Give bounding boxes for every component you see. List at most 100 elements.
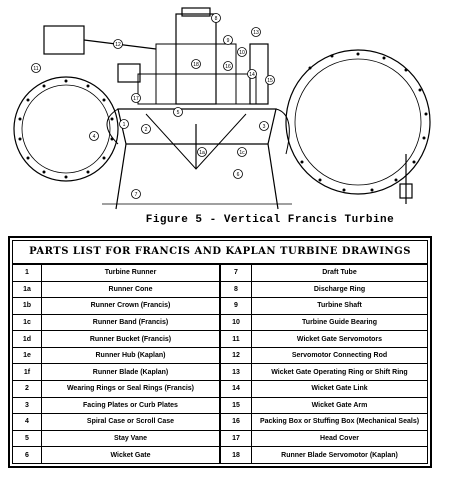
part-number: 3 bbox=[13, 397, 42, 414]
part-number: 4 bbox=[13, 414, 42, 430]
part-number: 15 bbox=[221, 397, 252, 414]
part-name: Facing Plates or Curb Plates bbox=[83, 401, 178, 409]
callout-4: 4 bbox=[89, 131, 99, 141]
callout-label: 2 bbox=[145, 127, 148, 133]
part-name: Discharge Ring bbox=[313, 285, 366, 293]
callout-10: 10 bbox=[237, 47, 247, 57]
table-row: 6 Wicket Gate bbox=[13, 447, 219, 463]
part-number: 8 bbox=[221, 281, 252, 298]
callout-label: 5 bbox=[177, 110, 180, 116]
parts-list-table: PARTS LIST FOR FRANCIS AND KAPLAN TURBIN… bbox=[8, 236, 432, 468]
part-name: Turbine Runner bbox=[104, 269, 157, 277]
part-name: Runner Blade Servomotor (Kaplan) bbox=[281, 451, 398, 459]
parts-list-title: PARTS LIST FOR FRANCIS AND KAPLAN TURBIN… bbox=[13, 241, 427, 265]
turbine-cross-section-drawing: 1 1a 1c 2 3 4 5 6 7 8 9 10 11 12 13 14 15 16 17 18 bbox=[13, 7, 431, 210]
runner bbox=[117, 108, 277, 145]
callout-7: 7 bbox=[131, 189, 141, 199]
part-name: Turbine Shaft bbox=[317, 302, 362, 310]
turbine-shaft bbox=[175, 13, 217, 105]
callout-label: 15 bbox=[267, 78, 273, 84]
draft-tube bbox=[115, 143, 279, 210]
callout-label: 14 bbox=[249, 72, 255, 78]
callout-1: 1 bbox=[119, 119, 129, 129]
callout-label: 10 bbox=[239, 50, 245, 56]
callout-17: 17 bbox=[131, 93, 141, 103]
callout-16: 16 bbox=[223, 61, 233, 71]
table-row: 10 Turbine Guide Bearing bbox=[221, 314, 427, 332]
callout-label: 8 bbox=[215, 16, 218, 22]
part-number: 12 bbox=[221, 347, 252, 364]
part-name: Wicket Gate bbox=[110, 451, 151, 459]
part-name: Turbine Guide Bearing bbox=[302, 319, 377, 327]
part-number: 1a bbox=[13, 281, 42, 298]
callout-label: 9 bbox=[227, 38, 230, 44]
callout-label: 1c bbox=[239, 150, 245, 156]
table-row: 9 Turbine Shaft bbox=[221, 298, 427, 315]
callout-13: 13 bbox=[251, 27, 261, 37]
callout-3: 3 bbox=[259, 121, 269, 131]
part-name: Wicket Gate Arm bbox=[311, 401, 368, 409]
part-name: Runner Blade (Kaplan) bbox=[92, 368, 169, 376]
part-number: 1f bbox=[13, 364, 42, 381]
table-row: 1b Runner Crown (Francis) bbox=[13, 298, 219, 315]
callout-label: 1a bbox=[199, 150, 205, 156]
table-row: 1f Runner Blade (Kaplan) bbox=[13, 364, 219, 382]
part-number: 1c bbox=[13, 314, 42, 331]
part-name: Wicket Gate Servomotors bbox=[296, 335, 383, 343]
table-row: 8 Discharge Ring bbox=[221, 281, 427, 299]
part-number: 9 bbox=[221, 298, 252, 314]
callout-label: 4 bbox=[93, 134, 96, 140]
part-number: 1b bbox=[13, 298, 42, 314]
table-row: 15 Wicket Gate Arm bbox=[221, 397, 427, 415]
callout-11: 11 bbox=[31, 63, 41, 73]
callout-6: 6 bbox=[233, 169, 243, 179]
callout-label: 3 bbox=[263, 124, 266, 130]
callout-18: 18 bbox=[191, 59, 201, 69]
parts-list-left-column: 1 Turbine Runner 1a Runner Cone 1b Runner C… bbox=[13, 265, 221, 463]
callout-label: 18 bbox=[193, 62, 199, 68]
part-number: 14 bbox=[221, 381, 252, 397]
part-name: Draft Tube bbox=[322, 269, 357, 277]
figure-caption: Figure 5 - Vertical Francis Turbine bbox=[145, 214, 395, 226]
part-name: Runner Hub (Kaplan) bbox=[95, 352, 166, 360]
table-row: 1a Runner Cone bbox=[13, 281, 219, 299]
callout-15: 15 bbox=[265, 75, 275, 85]
callout-label: 11 bbox=[33, 66, 38, 72]
part-name: Runner Cone bbox=[108, 285, 153, 293]
part-number: 1e bbox=[13, 347, 42, 364]
callout-12: 12 bbox=[113, 39, 123, 49]
part-number: 1 bbox=[13, 265, 42, 281]
part-name: Runner Crown (Francis) bbox=[90, 302, 171, 310]
part-name: Wicket Gate Operating Ring or Shift Ring bbox=[271, 368, 408, 376]
part-number: 17 bbox=[221, 430, 252, 447]
callout-1a: 1a bbox=[197, 147, 207, 157]
part-name: Runner Bucket (Francis) bbox=[89, 335, 172, 343]
callout-label: 17 bbox=[133, 96, 139, 102]
part-number: 6 bbox=[13, 447, 42, 463]
callout-9: 9 bbox=[223, 35, 233, 45]
part-number: 16 bbox=[221, 414, 252, 430]
callout-label: 13 bbox=[253, 30, 259, 36]
callout-1c: 1c bbox=[237, 147, 247, 157]
callout-5: 5 bbox=[173, 107, 183, 117]
table-row: 1c Runner Band (Francis) bbox=[13, 314, 219, 332]
callout-label: 7 bbox=[135, 192, 138, 198]
callout-label: 6 bbox=[237, 172, 240, 178]
table-row: 1d Runner Bucket (Francis) bbox=[13, 331, 219, 348]
part-name: Runner Band (Francis) bbox=[92, 319, 169, 327]
part-name: Stay Vane bbox=[113, 435, 148, 443]
part-number: 10 bbox=[221, 314, 252, 331]
part-number: 1d bbox=[13, 331, 42, 347]
part-name: Spiral Case or Scroll Case bbox=[86, 418, 175, 426]
